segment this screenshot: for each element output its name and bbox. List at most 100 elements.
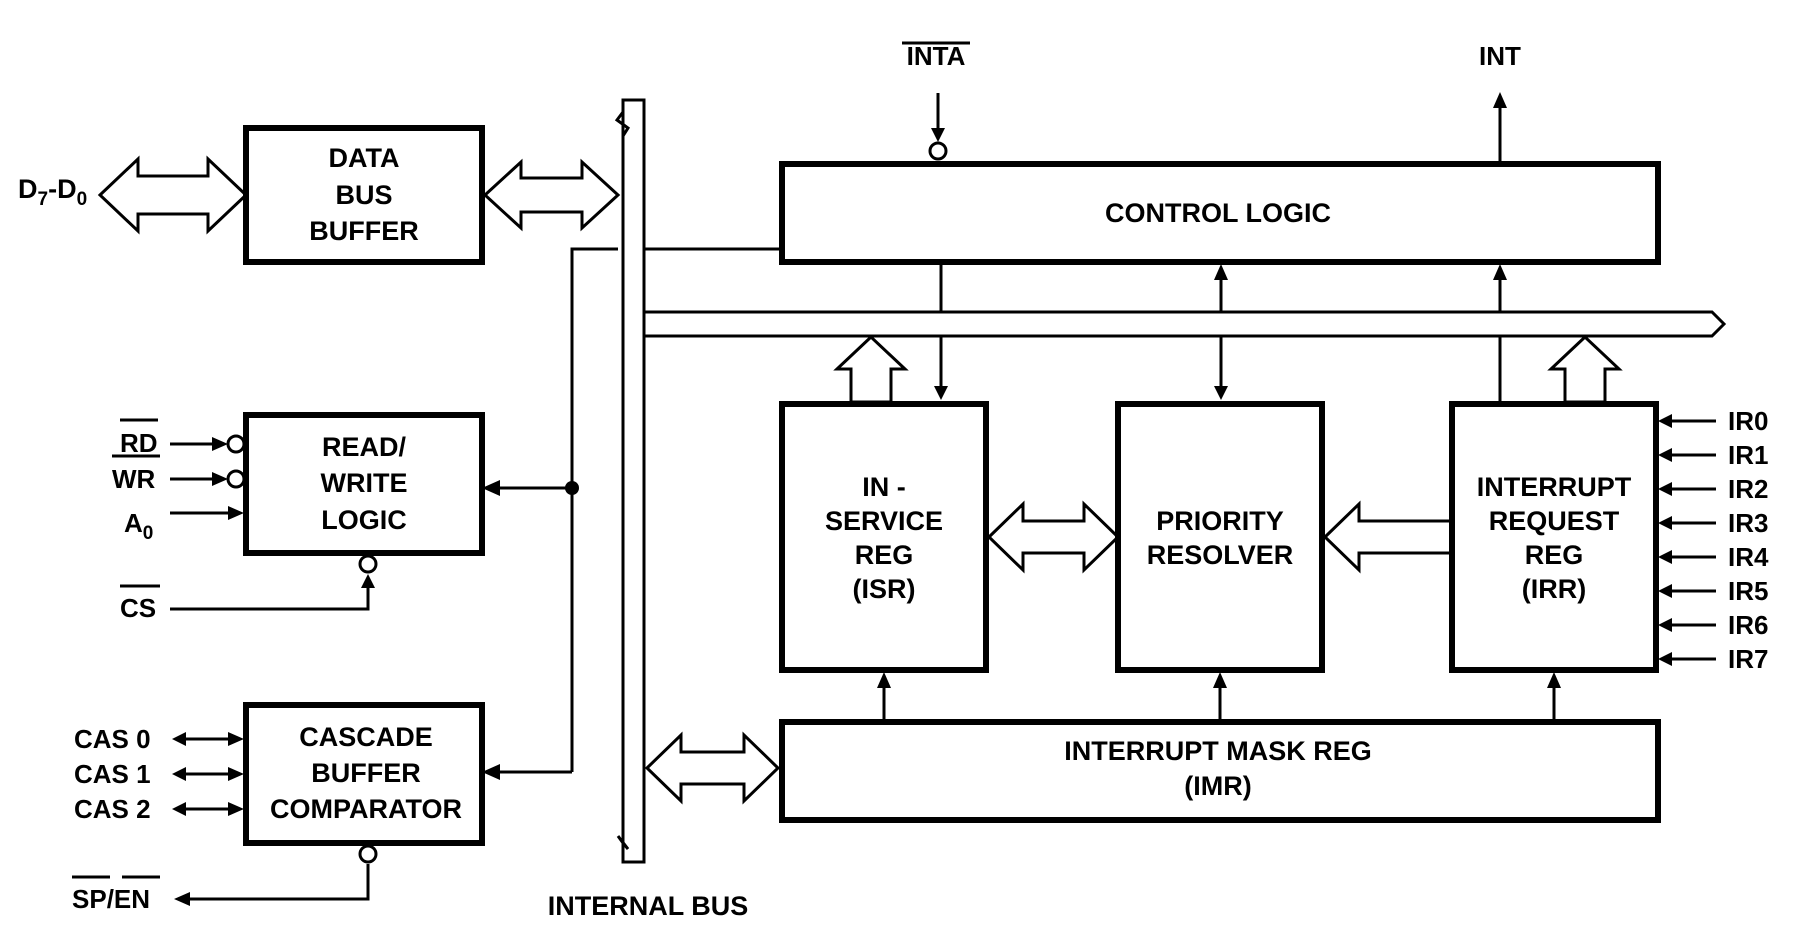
ir2-input: IR2 [1658, 474, 1768, 504]
imr-to-irr-arrowhead [1547, 672, 1561, 688]
isr-label-4: (ISR) [853, 574, 916, 604]
ir3-label: IR3 [1728, 508, 1768, 538]
isr-label-2: SERVICE [825, 506, 943, 536]
priority-resolver-label-2: RESOLVER [1147, 540, 1294, 570]
rd-active-low-bubble [226, 434, 246, 454]
inta-signal-label: INTA [907, 41, 966, 71]
wr-active-low-bubble [226, 469, 246, 489]
cascade-label-3: COMPARATOR [270, 794, 462, 824]
irr-to-control-arrowhead [1493, 264, 1507, 280]
wr-signal-label: WR [112, 464, 156, 494]
ir-input-lines: IR0 IR1 IR2 IR3 IR4 IR5 [1658, 406, 1769, 674]
read-write-logic-label-2: WRITE [321, 468, 408, 498]
ir2-label: IR2 [1728, 474, 1768, 504]
interrupt-request-register-block [1449, 401, 1659, 673]
rw-logic-arrowhead [482, 480, 500, 496]
cs-signal-label: CS [120, 593, 156, 623]
ir0-input: IR0 [1658, 406, 1768, 436]
sp-en-arrowhead [174, 892, 190, 906]
ir4-label: IR4 [1728, 542, 1769, 572]
sp-en-signal-label: SP/EN [72, 884, 150, 914]
cs-arrowhead [361, 574, 375, 588]
data-bus-buffer-label-2: BUS [335, 180, 392, 210]
cas1-arrowhead-left [172, 767, 186, 781]
cascade-buffer-comparator-block [243, 702, 485, 846]
ir5-label: IR5 [1728, 576, 1768, 606]
int-arrowhead [1493, 92, 1507, 108]
sp-en-bubble [358, 844, 378, 864]
resolver-to-control-arrowhead [1214, 264, 1228, 280]
control-to-resolver-arrowhead [1214, 386, 1228, 400]
int-signal-label: INT [1479, 41, 1521, 71]
buffer-to-internal-bus-arrow [482, 158, 621, 232]
cas1-label: CAS 1 [74, 759, 151, 789]
irr-label-4: (IRR) [1522, 574, 1586, 604]
cas2-arrowhead-right [228, 802, 244, 816]
internal-bus-break-top [614, 100, 631, 843]
interrupt-mask-register-block [779, 719, 1661, 823]
imr-label-2: (IMR) [1184, 771, 1251, 801]
cascade-label-2: BUFFER [311, 758, 421, 788]
cas2-arrowhead-left [172, 802, 186, 816]
ir3-input: IR3 [1658, 508, 1768, 538]
sp-en-line [188, 864, 370, 901]
irr-to-bus-arrow [1547, 334, 1623, 404]
inta-arrowhead [931, 128, 945, 142]
cas0-arrowhead-left [172, 732, 186, 746]
isr-resolver-arrow [986, 500, 1121, 574]
cs-active-low-bubble [358, 554, 378, 574]
internal-control-bus [644, 310, 1727, 338]
cas2-label: CAS 2 [74, 794, 151, 824]
ir7-label: IR7 [1728, 644, 1768, 674]
irr-label-1: INTERRUPT [1477, 472, 1632, 502]
cas0-label: CAS 0 [74, 724, 151, 754]
side-bus-line [570, 247, 618, 772]
cas0-arrowhead-right [228, 732, 244, 746]
data-bus-buffer-label-1: DATA [329, 143, 400, 173]
priority-resolver-label-1: PRIORITY [1156, 506, 1284, 536]
isr-label-3: REG [855, 540, 914, 570]
ir0-label: IR0 [1728, 406, 1768, 436]
bus-to-imr-arrow [644, 731, 781, 805]
irr-to-resolver-arrow [1322, 500, 1454, 574]
imr-label-1: INTERRUPT MASK REG [1064, 736, 1372, 766]
data-bus-buffer-label-3: BUFFER [309, 216, 419, 246]
inta-active-low-bubble [928, 141, 948, 161]
isr-label-1: IN - [862, 472, 906, 502]
ir1-input: IR1 [1658, 440, 1768, 470]
imr-to-isr-arrowhead [877, 672, 891, 688]
ir6-input: IR6 [1658, 610, 1768, 640]
rd-signal-label: RD [120, 428, 158, 458]
cascade-label-1: CASCADE [299, 722, 433, 752]
cascade-arrowhead [482, 764, 500, 780]
control-logic-block [779, 161, 1661, 265]
read-write-logic-label-1: READ/ [322, 432, 407, 462]
isr-to-bus-arrow [833, 334, 909, 404]
control-logic-label: CONTROL LOGIC [1105, 198, 1331, 228]
read-write-logic-block [243, 412, 485, 556]
in-service-register-block [779, 401, 989, 673]
bus-junction-dot [565, 481, 579, 495]
ir6-label: IR6 [1728, 610, 1768, 640]
data-bus-label: D7-D0 [18, 174, 87, 210]
ir1-label: IR1 [1728, 440, 1768, 470]
ir4-input: IR4 [1658, 542, 1769, 572]
imr-to-resolver-arrowhead [1213, 672, 1227, 688]
data-bus-buffer-block [243, 125, 485, 265]
rd-arrowhead [212, 437, 228, 451]
irr-label-2: REQUEST [1489, 506, 1620, 536]
priority-resolver-block [1115, 401, 1325, 673]
ir7-input: IR7 [1658, 644, 1768, 674]
external-data-bus-arrow [97, 155, 249, 235]
ir5-input: IR5 [1658, 576, 1768, 606]
wr-arrowhead [212, 472, 228, 486]
cs-line [170, 582, 370, 611]
read-write-logic-label-3: LOGIC [321, 505, 407, 535]
control-to-isr-arrowhead [934, 386, 948, 400]
cas1-arrowhead-right [228, 767, 244, 781]
a0-signal-label: A0 [124, 508, 153, 544]
irr-label-3: REG [1525, 540, 1584, 570]
a0-arrowhead [228, 506, 244, 520]
internal-bus-label: INTERNAL BUS [548, 891, 749, 921]
